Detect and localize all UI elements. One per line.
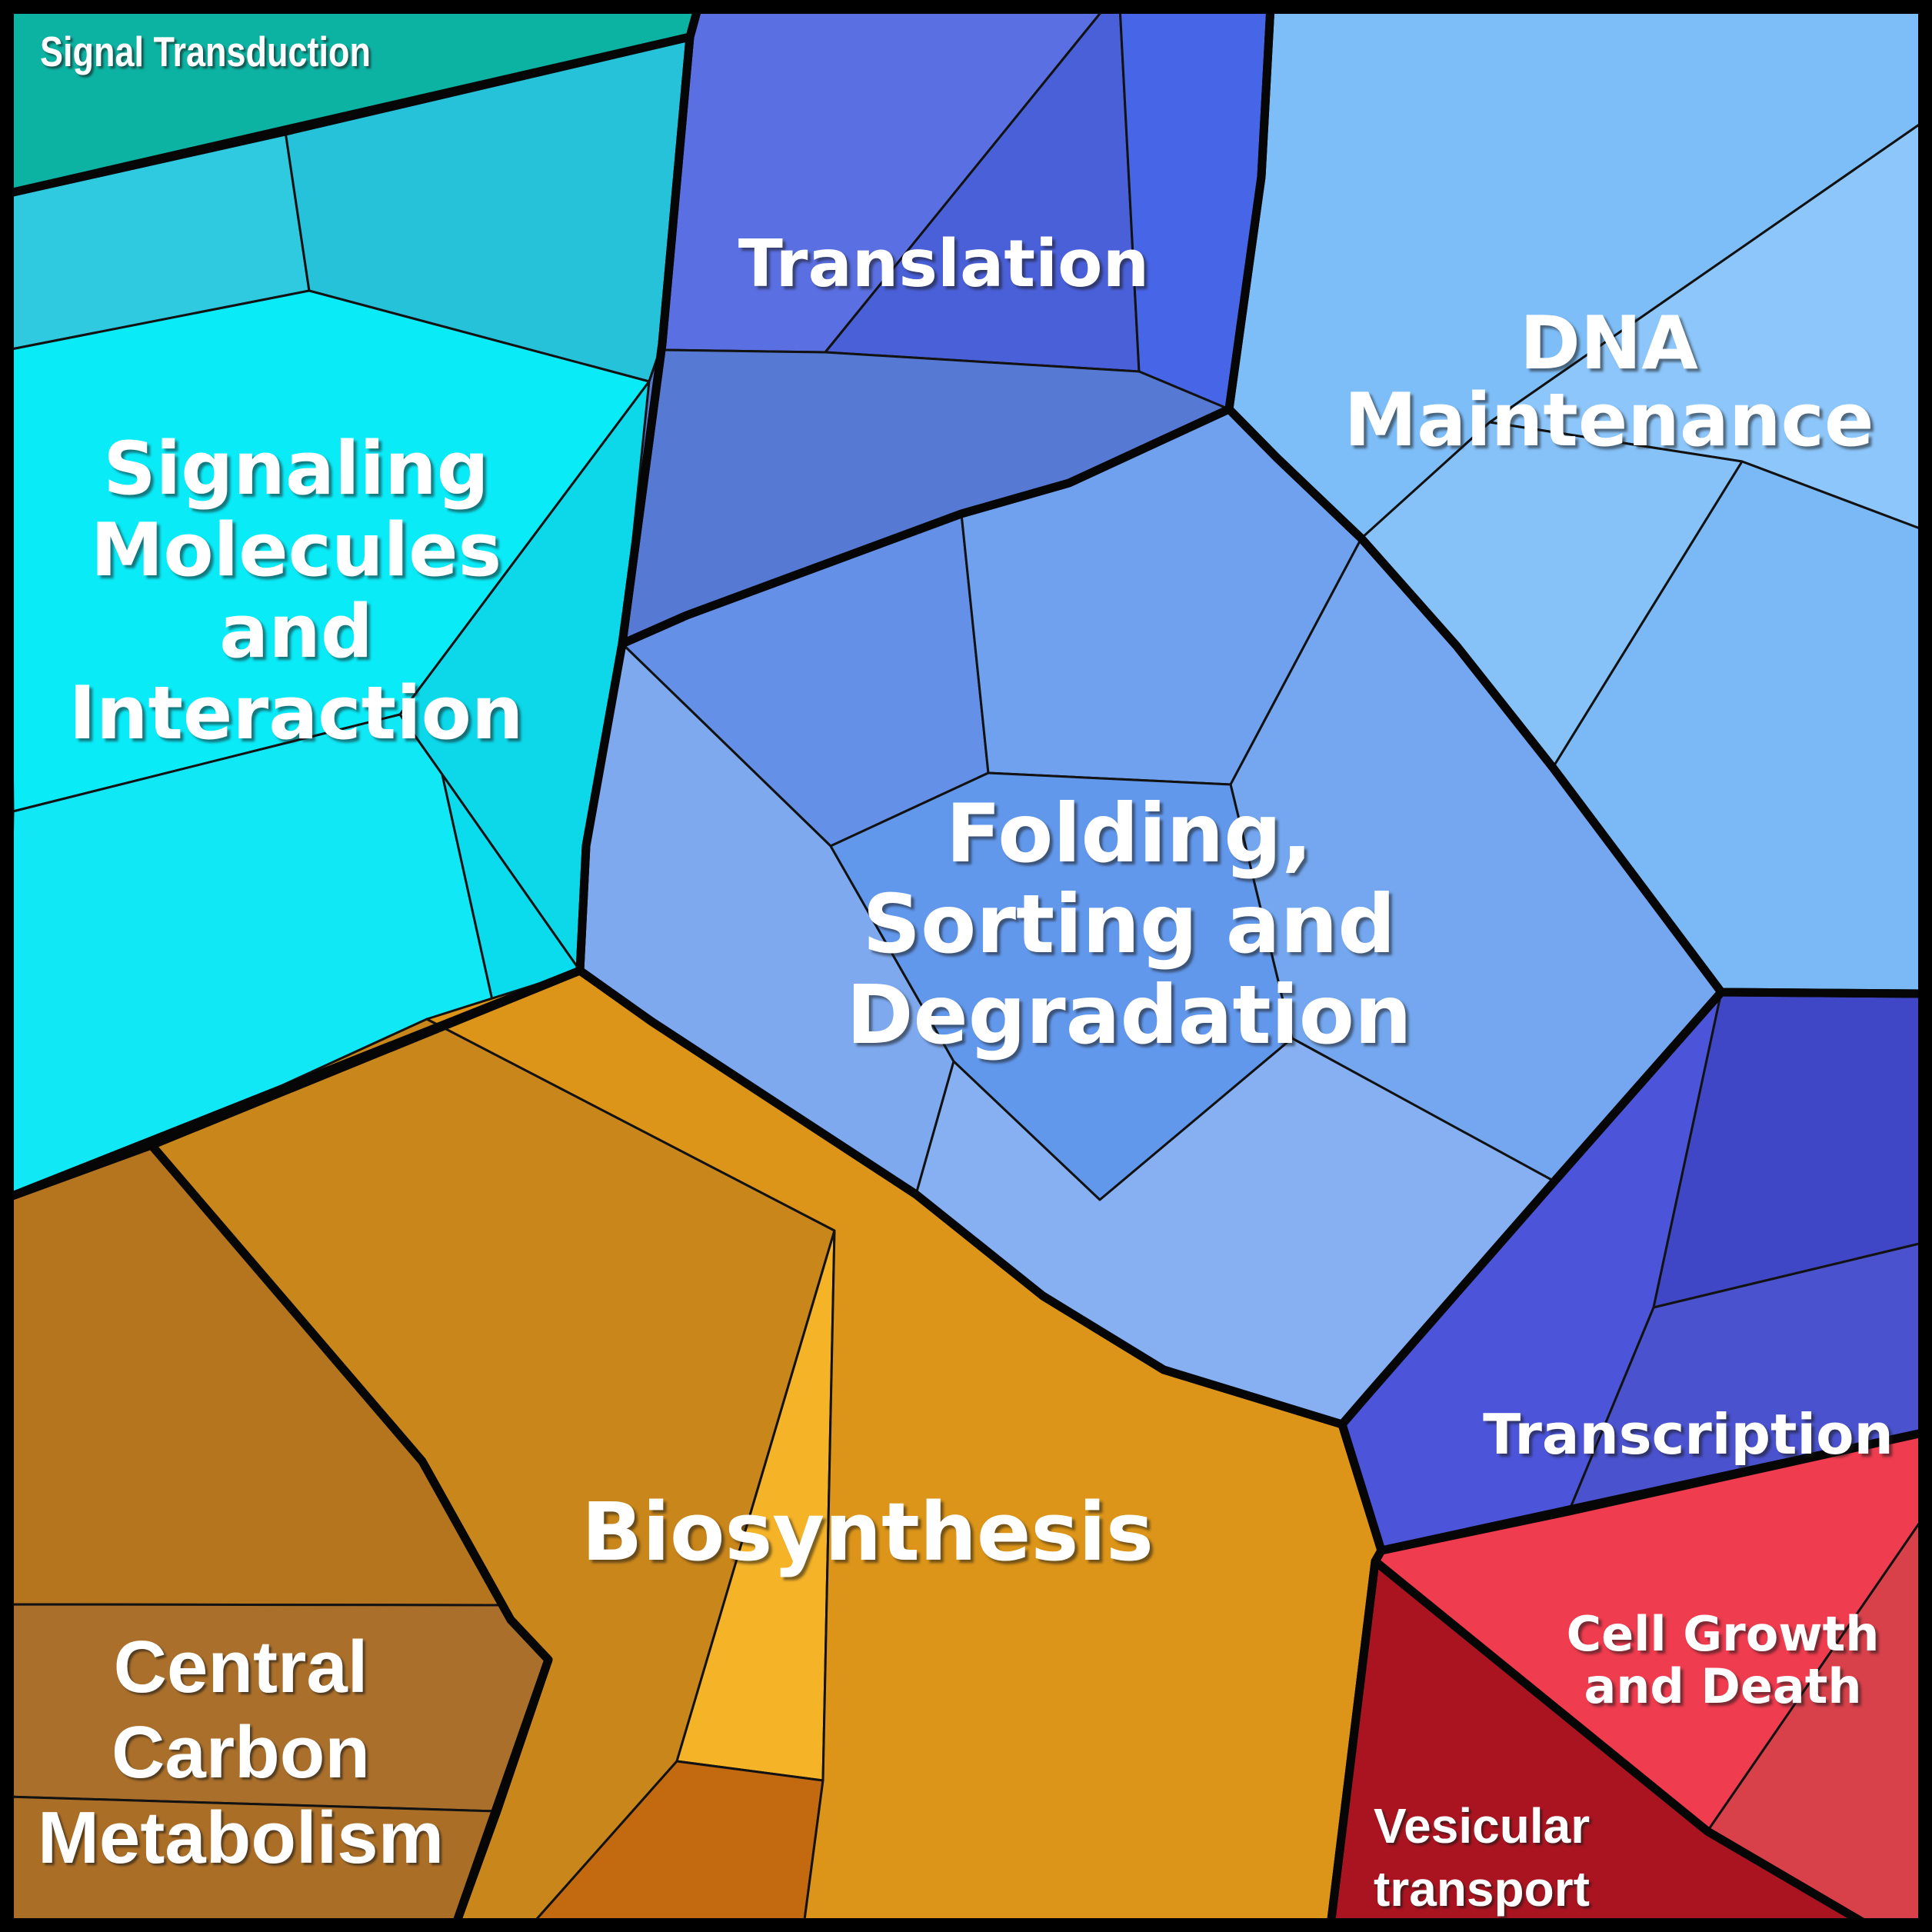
label-folding-line3: Degradation (846, 968, 1411, 1062)
label-translation: Translation (738, 226, 1149, 302)
label-transcription: Transcription (1483, 1402, 1894, 1467)
label-signaling-line3: and (219, 590, 373, 675)
label-biosynthesis: Biosynthesis (581, 1485, 1154, 1579)
label-folding-line1: Folding, (946, 787, 1313, 881)
label-folding-line2: Sorting and (863, 878, 1396, 971)
label-ccm-line3: Metabolism (38, 1797, 444, 1879)
label-signaling-line2: Molecules (91, 508, 501, 593)
label-cgd-line2: and Death (1584, 1658, 1861, 1714)
label-signaling-line4: Interaction (69, 671, 524, 756)
label-signal-transduction: Signal Transduction (40, 28, 371, 75)
label-dna-line1: DNA (1520, 301, 1698, 386)
label-ccm-line2: Carbon (112, 1711, 370, 1794)
label-signaling-line1: Signaling (103, 427, 489, 511)
label-vesicular-line2: transport (1374, 1861, 1590, 1917)
label-ccm-line1: Central (114, 1626, 368, 1708)
label-dna-line2: Maintenance (1344, 378, 1874, 463)
label-vesicular-line1: Vesicular (1374, 1798, 1590, 1854)
label-cgd-line1: Cell Growth (1567, 1606, 1880, 1662)
